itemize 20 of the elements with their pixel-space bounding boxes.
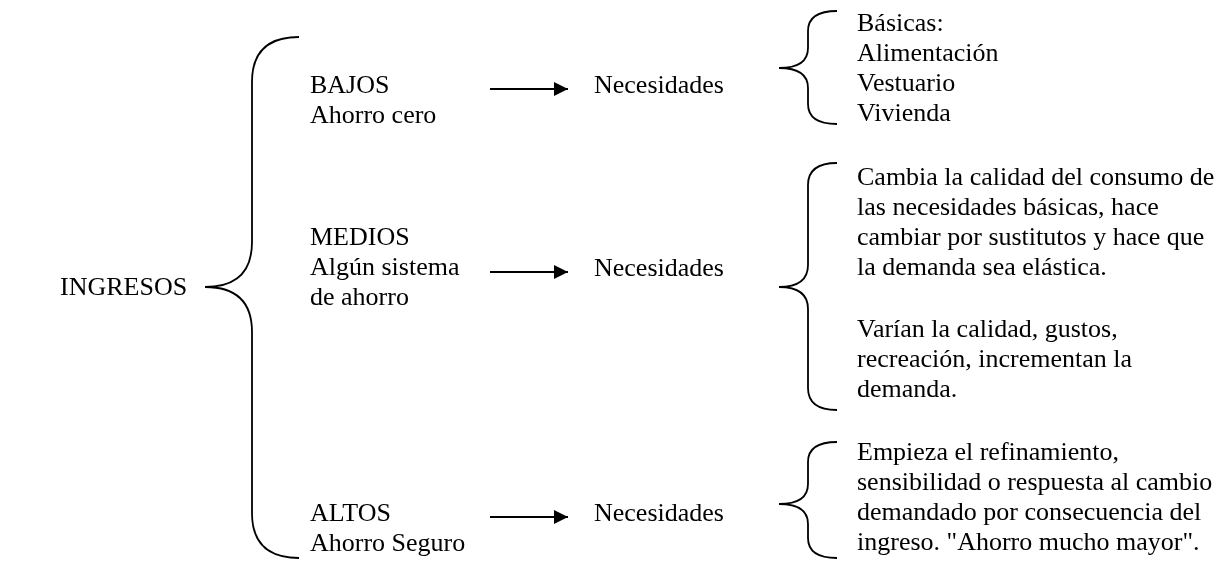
- category-title: ALTOS: [310, 498, 392, 528]
- description-text: Cambia la calidad del consumo de las necesidades básicas, hace cambiar por sustitutos y hace que la demanda sea elástica.: [857, 162, 1216, 282]
- category-label: Ahorro Seguro: [310, 528, 467, 558]
- description-text: Vestuario: [857, 68, 957, 98]
- description-text: Vivienda: [857, 98, 952, 128]
- category-label: Ahorro cero: [310, 100, 438, 130]
- outcome-label: Necesidades: [594, 70, 724, 100]
- category-title: MEDIOS: [310, 222, 411, 252]
- outcome-label: Necesidades: [594, 498, 724, 528]
- description-text: Alimentación: [857, 38, 1000, 68]
- arrow: [489, 82, 569, 96]
- category-label: Algún sistema de ahorro: [310, 252, 461, 312]
- description-text: Varían la calidad, gustos, recreación, incrementan la demanda.: [857, 314, 1133, 404]
- root-label: INGRESOS: [60, 272, 188, 302]
- arrow: [489, 265, 569, 279]
- arrow: [489, 510, 569, 524]
- outcome-label: Necesidades: [594, 253, 724, 283]
- category-title: BAJOS: [310, 70, 391, 100]
- description-text: Empieza el refinamiento, sensibilidad o respuesta al cambio demandado por consecuencia del ingreso. "Ahorro mucho mayor".: [857, 437, 1214, 557]
- description-text: Básicas:: [857, 8, 945, 38]
